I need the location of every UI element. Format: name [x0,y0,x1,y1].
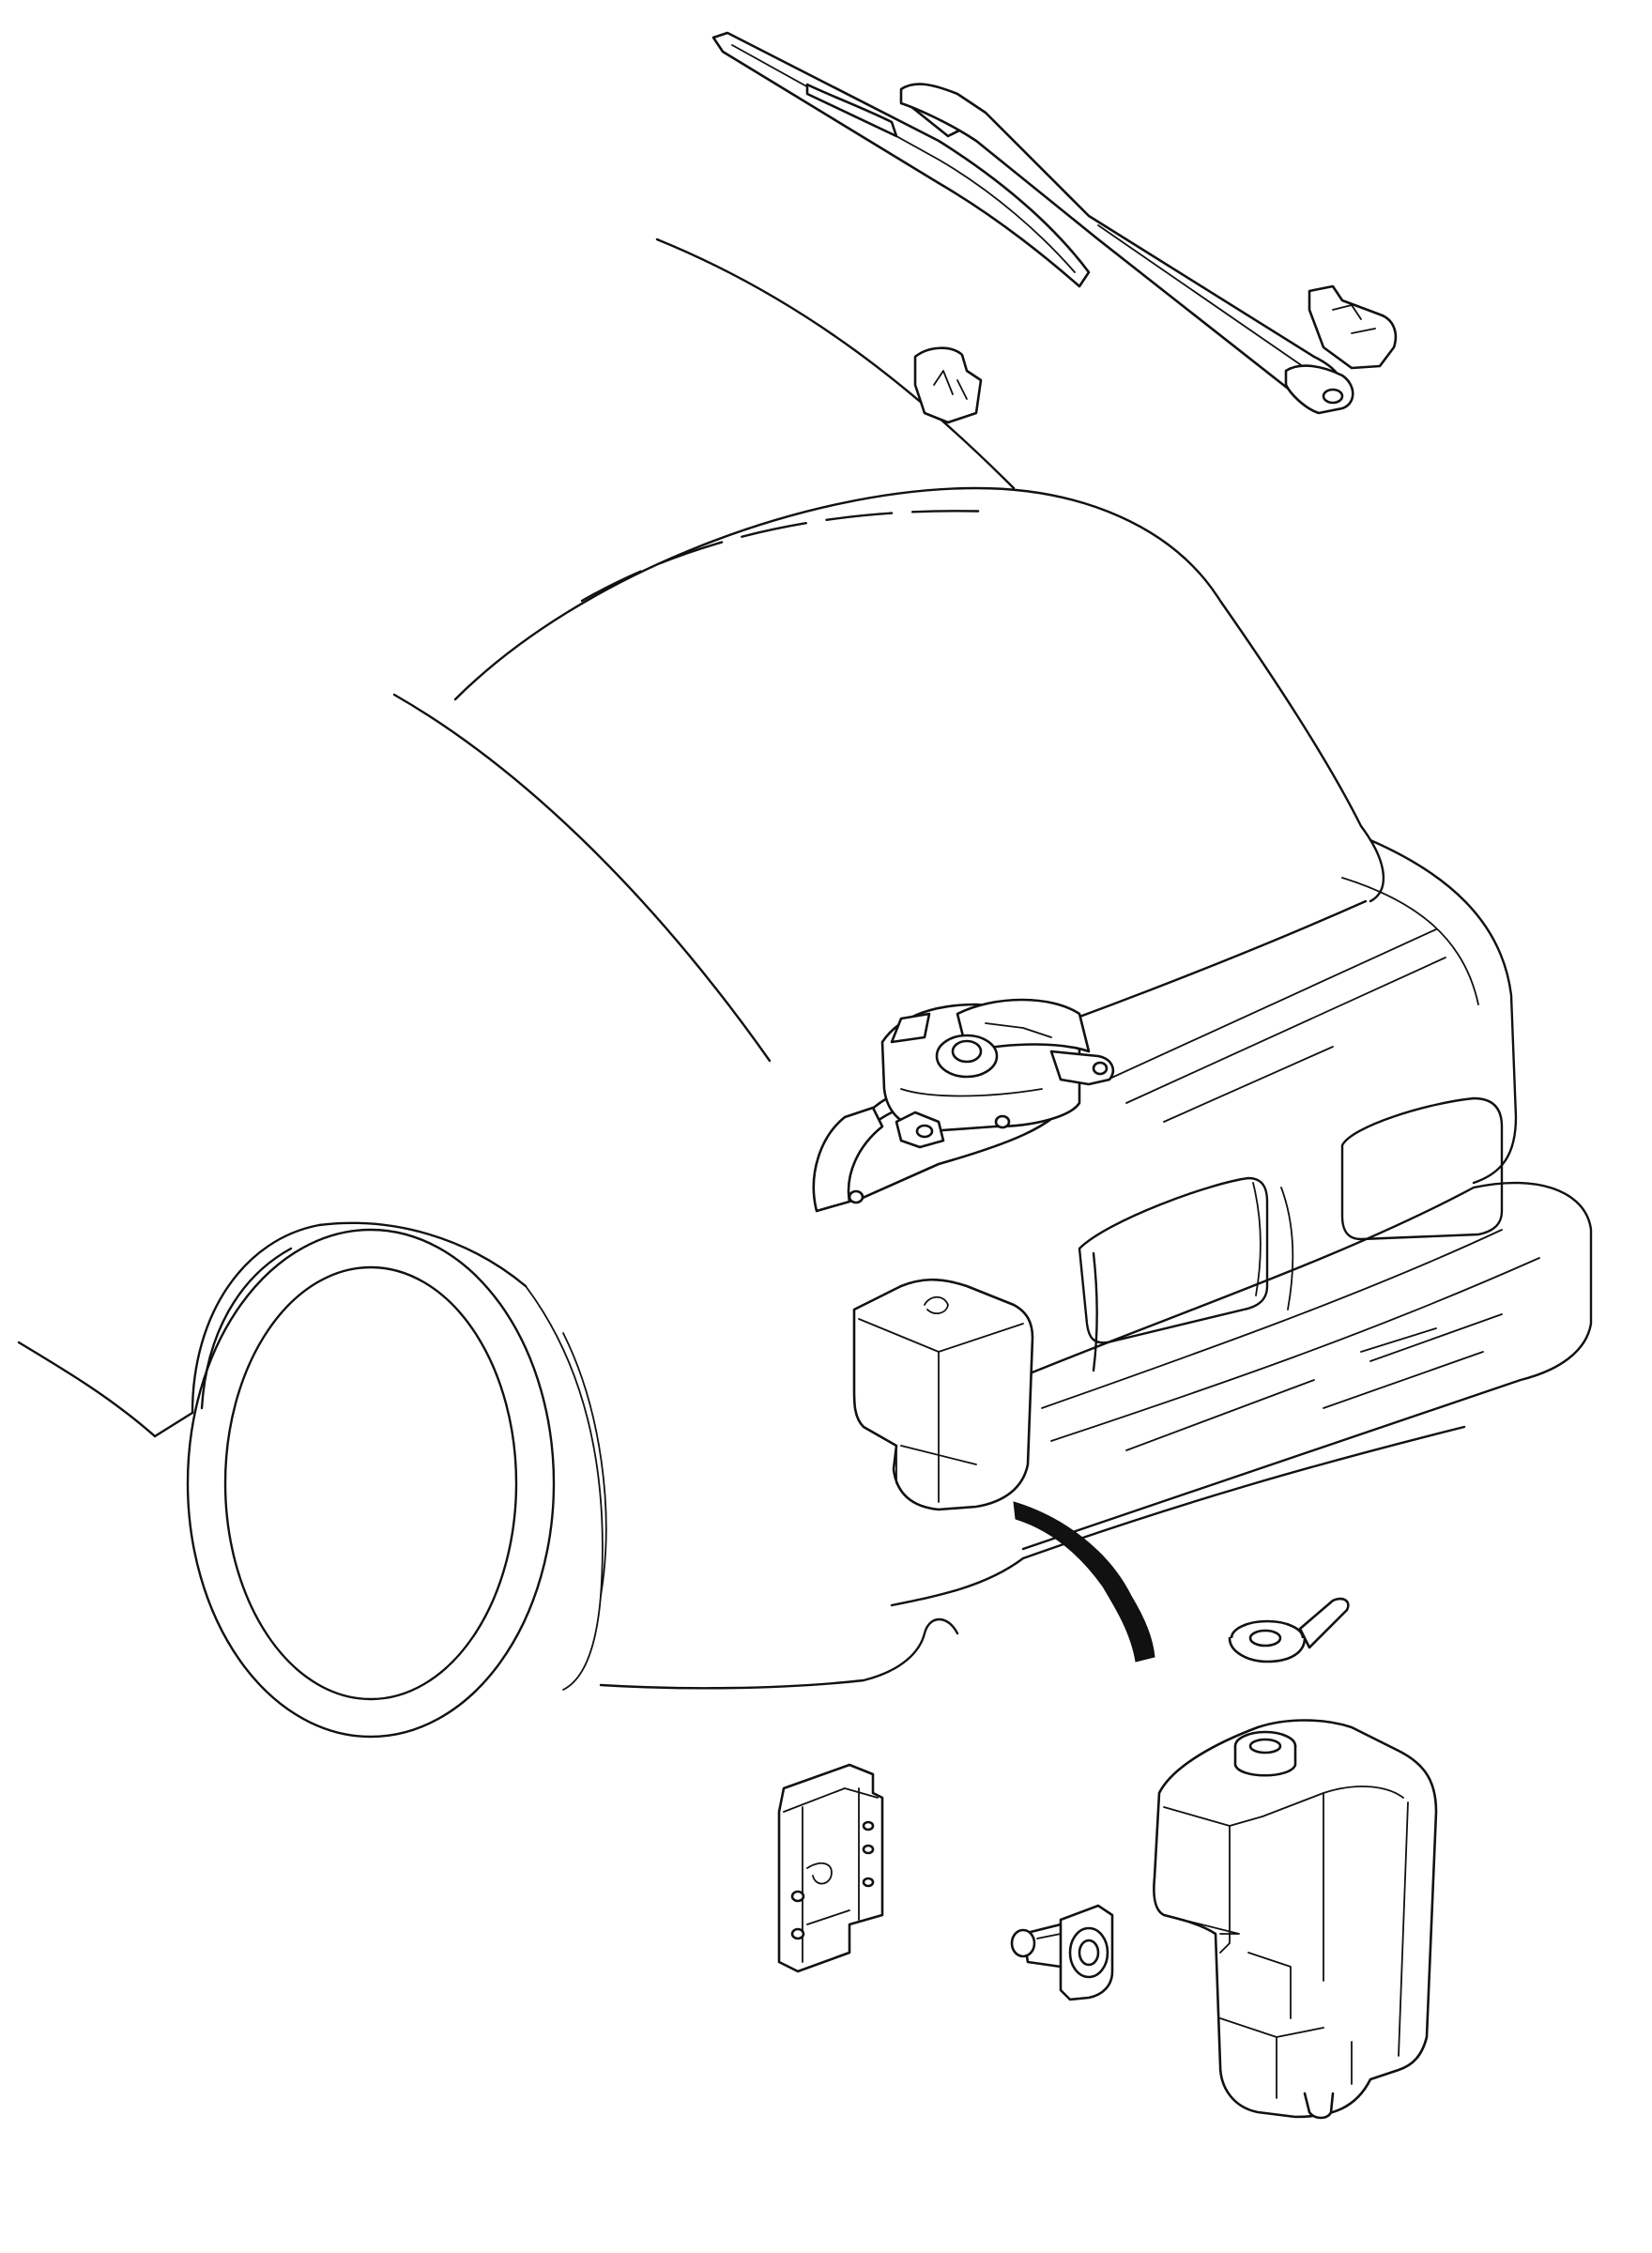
vehicle-body-outline [17,238,1593,1739]
washer-pump-icon [1010,1904,1114,2001]
wiper-motor-icon [819,998,1114,1203]
wiper-arm-icon [899,83,1354,415]
tank-bracket-icon [777,1763,884,1973]
washer-tank-installed-icon [852,1278,1034,1511]
tank-cap-icon [1228,1597,1350,1663]
pivot-cap-icon [1308,284,1398,370]
washer-nozzle-icon [913,346,983,424]
motor-bracket-icon [812,1106,1011,1213]
washer-hose-icon [1013,1501,1155,1663]
washer-tank-icon [1153,1719,1438,2120]
